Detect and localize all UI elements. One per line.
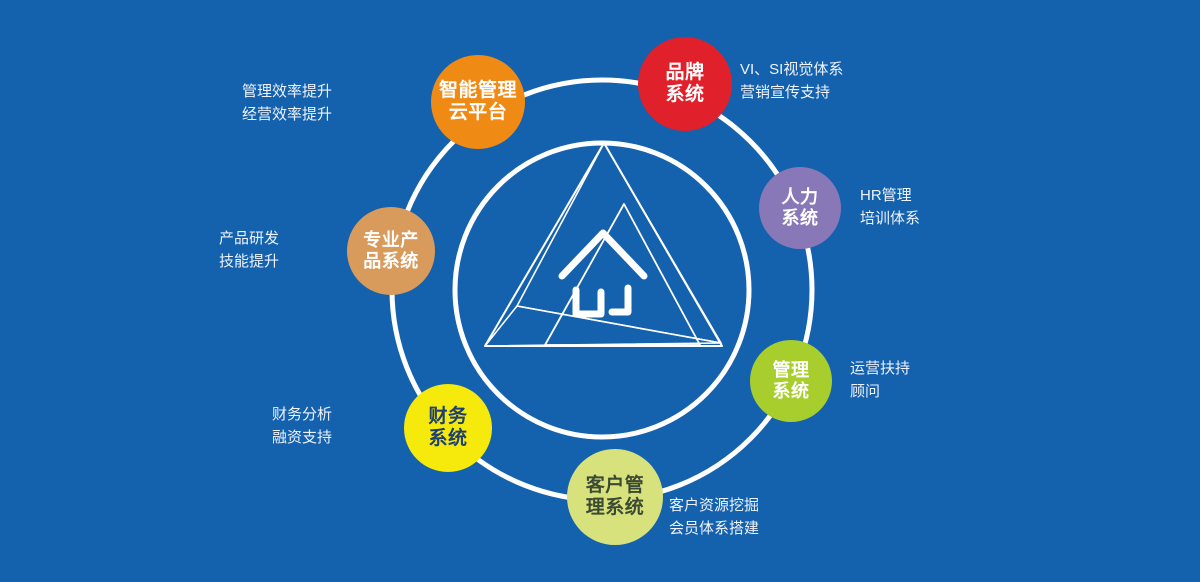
logo-house-right-bracket bbox=[608, 284, 632, 316]
node-human-resources[interactable]: 人力系统 bbox=[759, 167, 841, 249]
node-finance-title-line-2: 系统 bbox=[428, 428, 468, 449]
label-finance: 财务分析融资支持 bbox=[0, 403, 332, 450]
node-human-resources-title-line-2: 系统 bbox=[781, 208, 819, 228]
label-professional-product: 产品研发技能提升 bbox=[0, 227, 279, 274]
label-customer-management-line-1: 客户资源挖掘 bbox=[669, 497, 760, 514]
node-professional-product[interactable]: 专业产品系统 bbox=[347, 207, 435, 295]
node-smart-cloud[interactable]: 智能管理云平台 bbox=[431, 55, 525, 149]
label-professional-product-line-1: 产品研发 bbox=[218, 230, 279, 247]
node-finance[interactable]: 财务系统 bbox=[404, 384, 492, 472]
node-management[interactable]: 管理系统 bbox=[750, 340, 832, 422]
node-smart-cloud-title-line-1: 智能管理 bbox=[438, 79, 517, 101]
node-brand-title-line-2: 系统 bbox=[665, 84, 705, 105]
inner-ring bbox=[452, 140, 752, 440]
node-professional-product-title-line-2: 品系统 bbox=[363, 251, 419, 271]
logo-medium-triangle bbox=[544, 203, 701, 346]
label-professional-product-line-2: 技能提升 bbox=[218, 253, 279, 271]
label-finance-line-1: 财务分析 bbox=[271, 406, 332, 423]
label-customer-management: 客户资源挖掘会员体系搭建 bbox=[669, 494, 759, 541]
label-human-resources-line-1: HR管理 bbox=[860, 187, 912, 204]
label-management: 运营扶持顾问 bbox=[850, 357, 910, 404]
node-professional-product-title-line-1: 专业产 bbox=[363, 229, 419, 250]
node-brand-title-line-1: 品牌 bbox=[665, 61, 705, 83]
node-management-title-line-1: 管理 bbox=[772, 359, 810, 380]
node-finance-title-line-1: 财务 bbox=[428, 405, 468, 427]
label-human-resources-line-2: 培训体系 bbox=[860, 210, 921, 228]
label-human-resources: HR管理培训体系 bbox=[860, 184, 920, 231]
label-customer-management-line-2: 会员体系搭建 bbox=[669, 520, 760, 538]
label-smart-cloud-line-1: 管理效率提升 bbox=[241, 83, 332, 100]
label-management-line-2: 顾问 bbox=[850, 383, 881, 401]
logo-house-left-bracket bbox=[572, 286, 605, 318]
logo-house-roof bbox=[558, 229, 648, 280]
node-human-resources-title-line-1: 人力 bbox=[781, 186, 819, 207]
nested-triangle-house-logo bbox=[484, 142, 723, 347]
label-finance-line-2: 融资支持 bbox=[271, 429, 332, 447]
label-smart-cloud: 管理效率提升经营效率提升 bbox=[0, 80, 332, 127]
label-smart-cloud-line-2: 经营效率提升 bbox=[241, 106, 332, 124]
node-customer-management-title-line-1: 客户管 bbox=[585, 474, 645, 496]
node-customer-management-title-line-2: 理系统 bbox=[585, 497, 645, 518]
label-brand-line-2: 营销宣传支持 bbox=[740, 84, 831, 102]
label-brand: VI、SI视觉体系营销宣传支持 bbox=[740, 58, 843, 105]
label-management-line-1: 运营扶持 bbox=[850, 360, 911, 377]
node-brand[interactable]: 品牌系统 bbox=[638, 37, 732, 131]
node-smart-cloud-title-line-2: 云平台 bbox=[448, 102, 508, 123]
node-customer-management[interactable]: 客户管理系统 bbox=[567, 449, 663, 545]
node-management-title-line-2: 系统 bbox=[772, 381, 810, 401]
label-brand-line-1: VI、SI视觉体系 bbox=[740, 61, 844, 78]
